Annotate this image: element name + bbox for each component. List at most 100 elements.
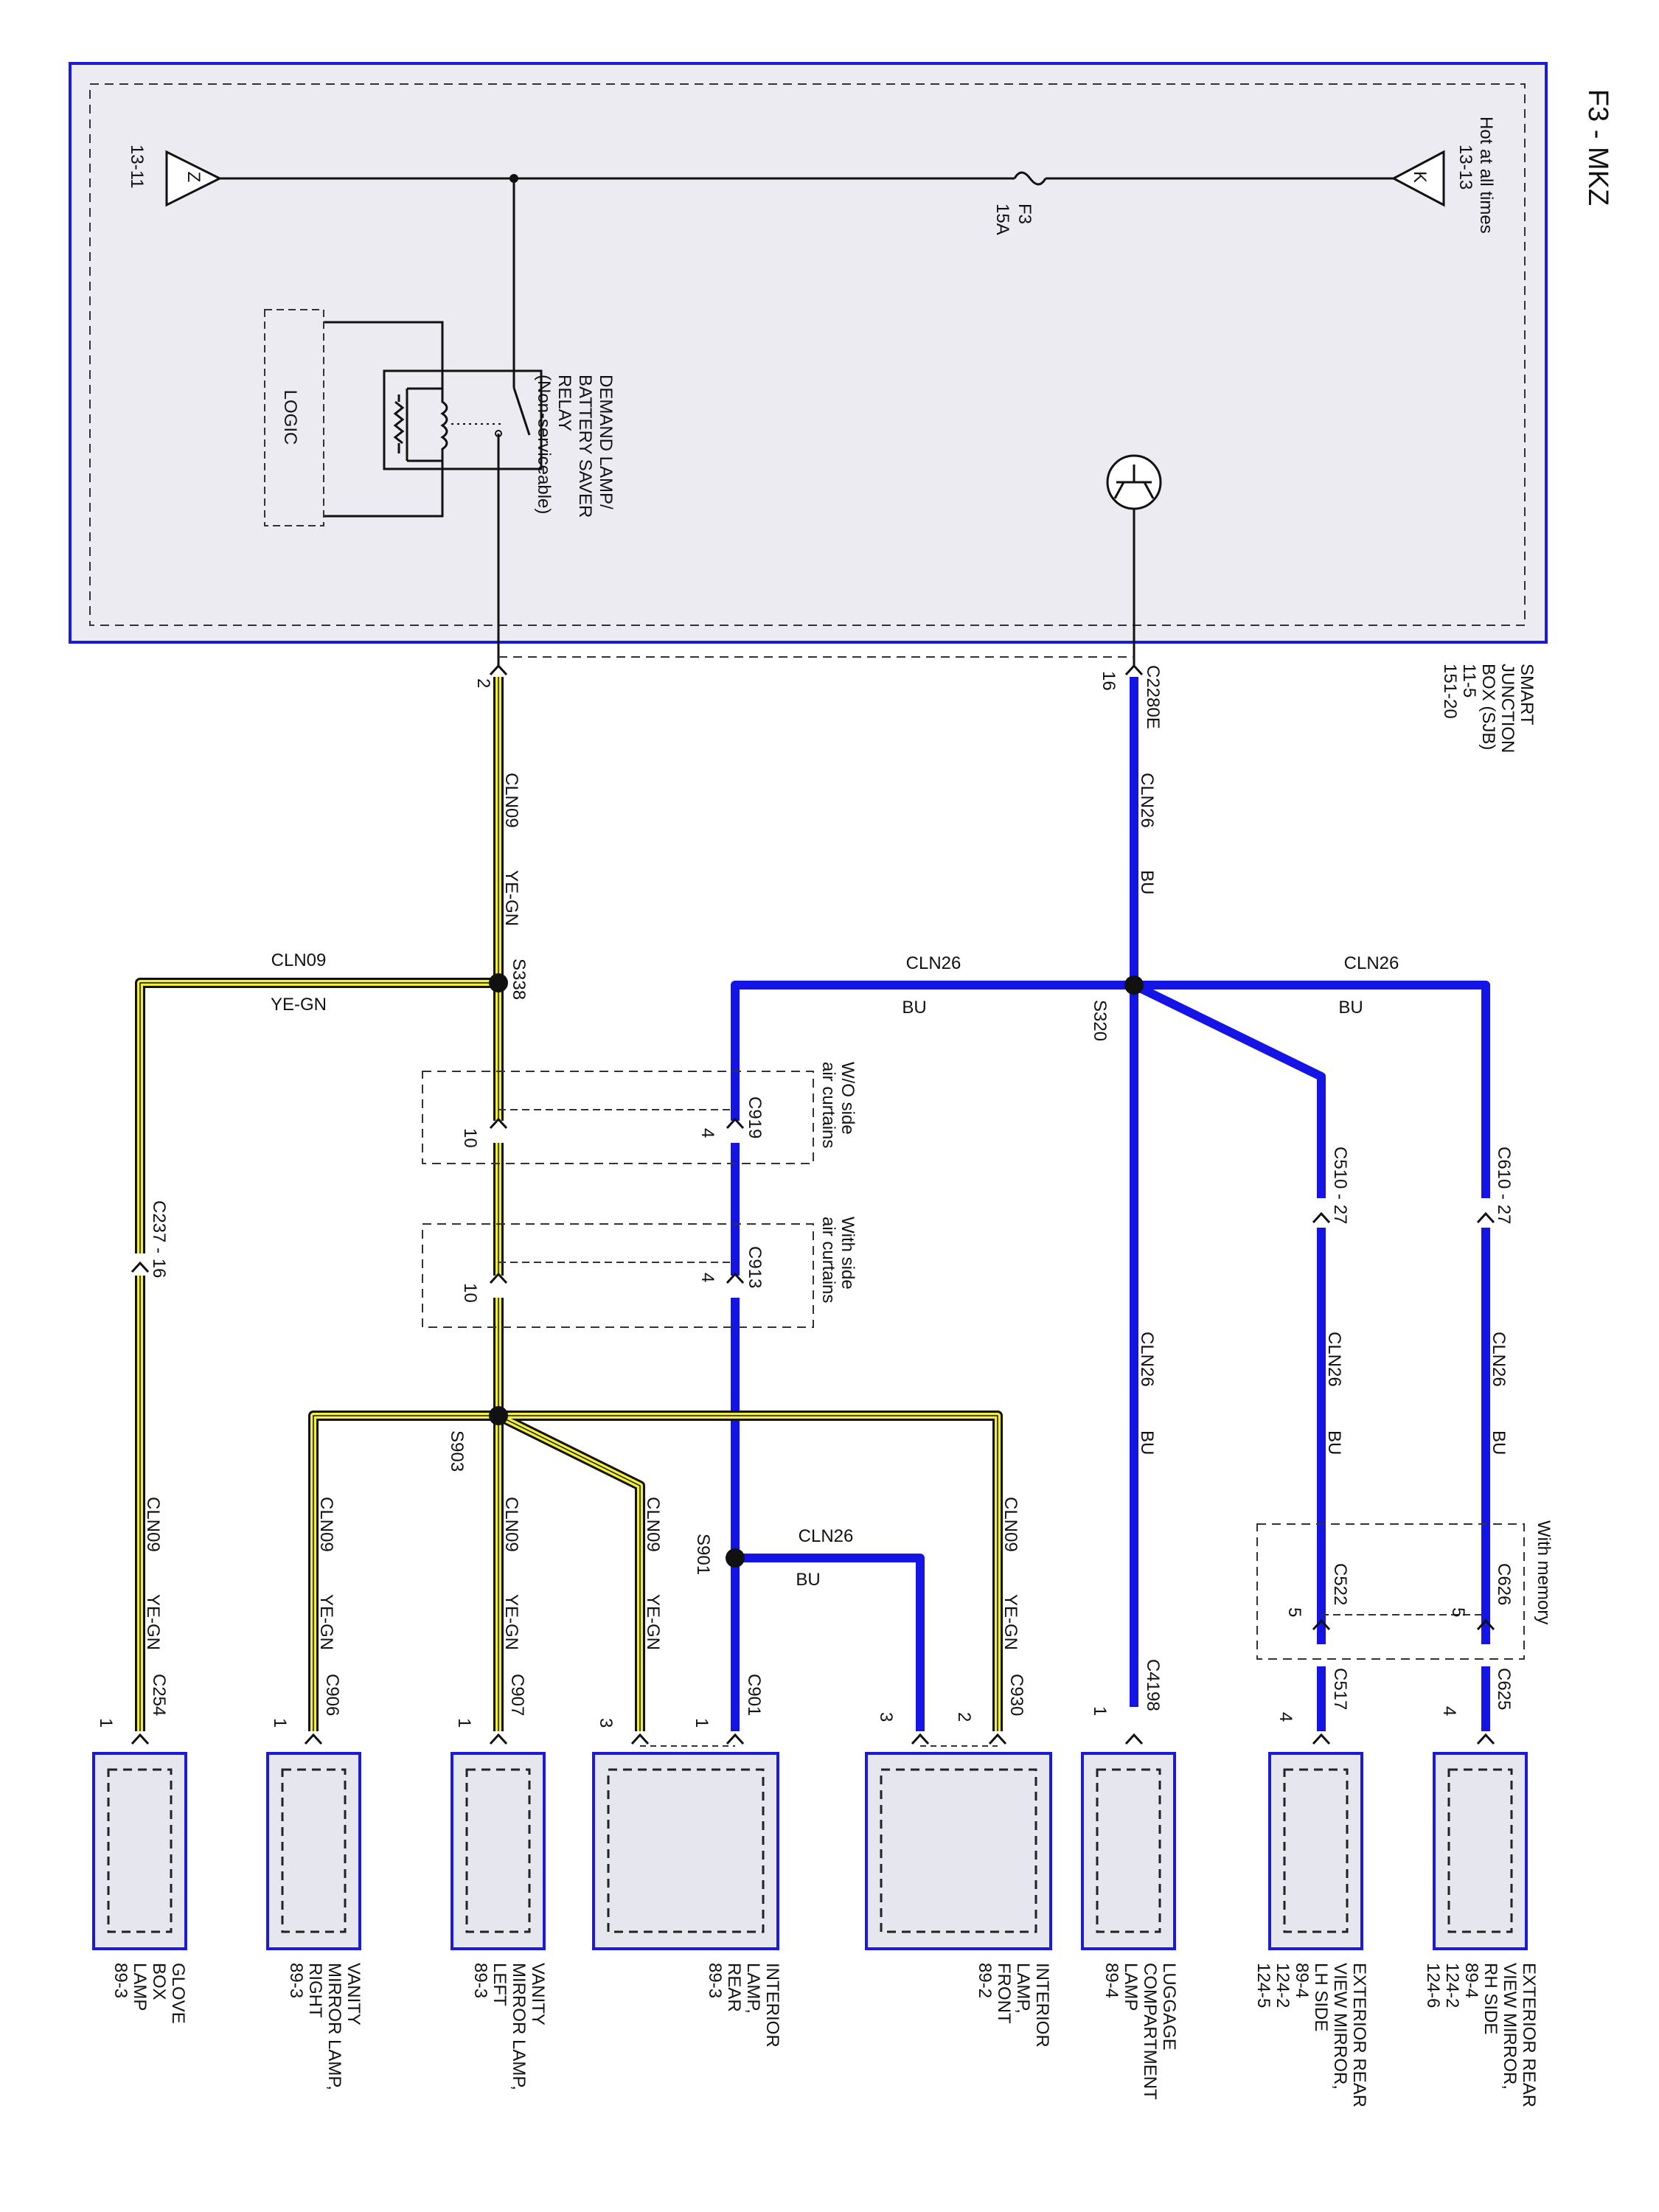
hot-label: Hot at all times bbox=[1476, 116, 1496, 234]
relay-coil-icon bbox=[440, 389, 448, 461]
pin-right-vanity: 1 bbox=[270, 1718, 290, 1728]
c254-connector bbox=[131, 1733, 150, 1745]
c913-pin4-connector bbox=[726, 1273, 745, 1284]
wire-label-yegn-right: YE-GN bbox=[316, 1594, 336, 1650]
sjb-name-2: JUNCTION bbox=[1498, 664, 1517, 753]
right-vanity-label-4: 89-3 bbox=[286, 1963, 306, 1998]
wire-label-bu-lh: BU bbox=[1324, 1430, 1344, 1455]
wire-label-cln26-a: CLN26 bbox=[1137, 773, 1157, 828]
with-curtains-region bbox=[422, 1223, 814, 1328]
wire-label-cln26-top-right: CLN26 bbox=[1344, 953, 1399, 973]
hot-ref: 13-13 bbox=[1455, 145, 1475, 189]
pin-2-label: 2 bbox=[473, 678, 493, 688]
front-lamp-label-2: LAMP, bbox=[1013, 1963, 1033, 2014]
rh-mirror-label-5: 124-2 bbox=[1442, 1963, 1462, 2008]
wire-label-yegn-top: YE-GN bbox=[271, 995, 327, 1015]
sjb-name-3: BOX (SJB) bbox=[1478, 664, 1498, 750]
rear-lamp-label-2: LAMP, bbox=[743, 1963, 763, 2014]
splice-s901-dot bbox=[726, 1548, 745, 1568]
splice-s320-dot bbox=[1124, 975, 1144, 995]
wire-label-yegn-glove: YE-GN bbox=[143, 1594, 163, 1650]
rear-lamp-label-3: REAR bbox=[724, 1963, 744, 2012]
splice-s338-dot bbox=[489, 973, 508, 992]
c913-label: C913 bbox=[745, 1246, 765, 1288]
c930-label: C930 bbox=[1006, 1674, 1026, 1716]
logic-label: LOGIC bbox=[280, 390, 300, 445]
c510-label: C510 - 27 bbox=[1330, 1147, 1350, 1224]
pin-16-label: 16 bbox=[1099, 671, 1119, 691]
wire-label-cln26-front: CLN26 bbox=[799, 1526, 854, 1546]
c2280e-label: C2280E bbox=[1143, 665, 1163, 729]
sjb-pin16-connector bbox=[1124, 664, 1144, 676]
relay-coil-to-logic-wire bbox=[324, 321, 444, 389]
ground-symbol: Z bbox=[184, 172, 204, 183]
with-curtains-label-1: With side bbox=[838, 1217, 858, 1290]
rh-mirror-label-6: 124-6 bbox=[1423, 1963, 1443, 2008]
c930-pin2-connector bbox=[988, 1733, 1007, 1745]
logic-box bbox=[264, 309, 324, 526]
relay-label-3: RELAY bbox=[554, 375, 574, 431]
luggage-label-3: LAMP bbox=[1121, 1963, 1141, 2011]
c4198-label: C4198 bbox=[1143, 1659, 1163, 1711]
wire-label-cln09-front: CLN09 bbox=[1001, 1497, 1020, 1552]
wire-label-cln26-main: CLN26 bbox=[1137, 1332, 1157, 1387]
c906-label: C906 bbox=[322, 1674, 342, 1716]
c626-label: C626 bbox=[1494, 1563, 1514, 1605]
pin-luggage: 1 bbox=[1090, 1706, 1110, 1716]
pin-glove: 1 bbox=[96, 1718, 116, 1728]
c517-label: C517 bbox=[1330, 1668, 1350, 1710]
c919-pin4-label: 4 bbox=[698, 1128, 717, 1138]
sjb-name-1: SMART bbox=[1517, 664, 1537, 726]
left-vanity-label-1: VANITY bbox=[528, 1963, 548, 2025]
front-lamp-label-1: INTERIOR bbox=[1032, 1963, 1052, 2048]
pin-lh-mirror: 4 bbox=[1276, 1712, 1295, 1722]
wire-label-bu-main: BU bbox=[1137, 1430, 1157, 1455]
c913-pin10-label: 10 bbox=[460, 1283, 480, 1303]
hot-triangle-icon bbox=[1391, 150, 1445, 207]
fuse-name: F3 bbox=[1015, 204, 1034, 224]
splice-s903-label: S903 bbox=[447, 1430, 467, 1472]
c510-connector bbox=[1312, 1212, 1331, 1224]
lh-mirror-label-4: 89-4 bbox=[1292, 1963, 1312, 1998]
left-vanity-label-4: 89-3 bbox=[470, 1963, 490, 1998]
wire-label-bu-rh: BU bbox=[1489, 1430, 1509, 1455]
glove-label-3: LAMP bbox=[130, 1963, 150, 2011]
wire-label-cln09-right: CLN09 bbox=[316, 1497, 336, 1552]
left-vanity-label-2: MIRROR LAMP, bbox=[509, 1963, 529, 2090]
c237-label: C237 - 16 bbox=[149, 1200, 169, 1278]
luggage-label-1: LUGGAGE bbox=[1159, 1963, 1179, 2051]
sjb-name-4: 11-5 bbox=[1459, 664, 1479, 698]
wire-label-bu-top-left: BU bbox=[902, 998, 926, 1018]
sjb-outline bbox=[69, 62, 1548, 644]
wo-curtains-region bbox=[422, 1071, 814, 1164]
sjb-pin2-connector bbox=[489, 664, 508, 676]
c913-pin10-connector bbox=[489, 1273, 508, 1284]
wire-label-yegn-rear: YE-GN bbox=[643, 1594, 663, 1650]
pin-rear-3: 3 bbox=[596, 1718, 616, 1728]
wire-label-cln09-a: CLN09 bbox=[501, 773, 521, 828]
rh-mirror-label-1: EXTERIOR REAR bbox=[1519, 1963, 1539, 2107]
c930-pin3-connector bbox=[911, 1733, 930, 1745]
c919-label: C919 bbox=[745, 1096, 765, 1138]
wo-curtains-label-1: W/O side bbox=[838, 1062, 858, 1135]
pin-rear-1: 1 bbox=[692, 1718, 712, 1728]
rh-mirror-label-3: RH SIDE bbox=[1481, 1963, 1500, 2034]
c901-label: C901 bbox=[744, 1674, 764, 1716]
with-curtains-label-2: air curtains bbox=[818, 1217, 838, 1303]
lh-mirror-label-6: 124-5 bbox=[1253, 1963, 1273, 2008]
hot-symbol: K bbox=[1410, 171, 1430, 183]
fuse-f3-icon bbox=[1013, 171, 1047, 186]
c625-label: C625 bbox=[1494, 1668, 1514, 1710]
glove-label-1: GLOVE bbox=[168, 1963, 188, 2024]
front-lamp-label-3: FRONT bbox=[994, 1963, 1014, 2024]
lh-mirror-label-2: VIEW MIRROR, bbox=[1330, 1963, 1350, 2090]
wire-label-bu-top-right: BU bbox=[1338, 998, 1363, 1018]
right-vanity-label-3: RIGHT bbox=[305, 1963, 325, 2018]
relay-switch-blade bbox=[512, 387, 531, 436]
pin-front-2: 2 bbox=[954, 1712, 974, 1722]
with-memory-label: With memory bbox=[1534, 1520, 1554, 1624]
wire-label-cln09-rear: CLN09 bbox=[643, 1497, 663, 1552]
c522-label: C522 bbox=[1330, 1563, 1350, 1605]
c237-connector bbox=[131, 1262, 150, 1273]
